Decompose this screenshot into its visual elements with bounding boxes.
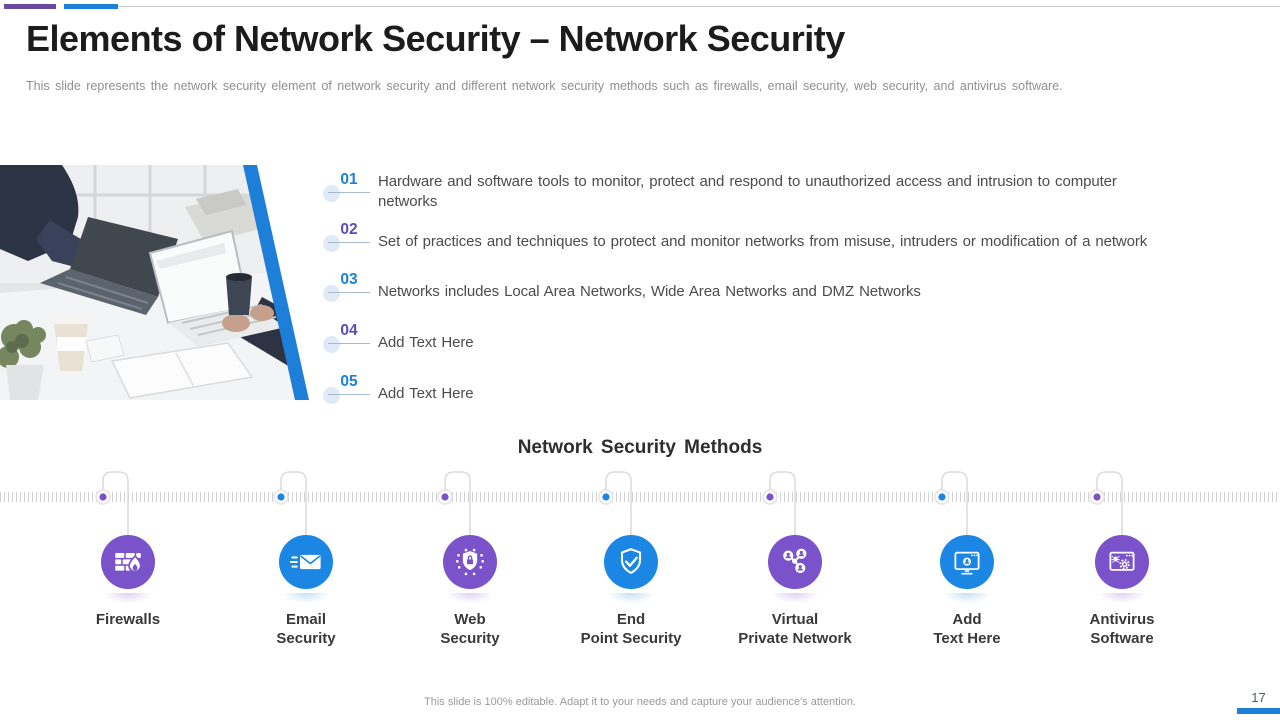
antivirus-browser-icon	[1095, 535, 1149, 589]
top-rule	[118, 6, 1280, 7]
number-halo	[323, 185, 340, 202]
point-number: 05	[323, 373, 370, 404]
timeline-hook-connector	[598, 471, 632, 536]
method-label: Email Security	[276, 611, 336, 647]
timeline-ruler	[0, 492, 1280, 502]
point-number-text: 02	[328, 221, 370, 243]
page-number: 17	[1251, 690, 1266, 705]
footer-note: This slide is 100% editable. Adapt it to…	[424, 696, 856, 708]
methods-heading: Network Security Methods	[517, 437, 763, 458]
timeline-hook-connector	[273, 471, 307, 536]
accent-bar-blue	[64, 4, 118, 9]
point-number-text: 05	[328, 373, 370, 395]
icon-reflection	[1095, 593, 1149, 607]
timeline-hook-connector	[934, 471, 968, 536]
point-text: Set of practices and techniques to prote…	[378, 233, 1148, 250]
method-label: Add Text Here	[933, 611, 1001, 647]
icon-reflection	[768, 593, 822, 607]
method-label: Antivirus Software	[1089, 611, 1155, 647]
vpn-network-icon	[768, 535, 822, 589]
timeline-hook-connector	[1089, 471, 1123, 536]
point-number-text: 03	[328, 271, 370, 293]
slide-subtitle: This slide represents the network securi…	[26, 79, 1063, 93]
point-number: 04	[323, 322, 370, 353]
page-number-bar	[1237, 708, 1280, 714]
number-halo	[323, 235, 340, 252]
point-number: 01	[323, 171, 370, 202]
icon-reflection	[279, 593, 333, 607]
method-label: End Point Security	[580, 611, 682, 647]
accent-bar-purple	[4, 4, 56, 9]
timeline-hook-connector	[762, 471, 796, 536]
icon-reflection	[940, 593, 994, 607]
points-list: 01 Hardware and software tools to monitor…	[323, 171, 1148, 404]
point-number-text: 04	[328, 322, 370, 344]
firewall-icon	[101, 535, 155, 589]
timeline-hook-connector	[437, 471, 471, 536]
email-icon	[279, 535, 333, 589]
icon-reflection	[604, 593, 658, 607]
number-halo	[323, 387, 340, 404]
office-photo	[0, 165, 310, 400]
icon-reflection	[443, 593, 497, 607]
icon-reflection	[101, 593, 155, 607]
point-number: 02	[323, 221, 370, 252]
point-text: Hardware and software tools to monitor, …	[378, 173, 1117, 210]
method-label: Web Security	[440, 611, 500, 647]
point-item: 01 Hardware and software tools to monitor…	[323, 171, 1118, 211]
point-number-text: 01	[328, 171, 370, 193]
number-halo	[323, 336, 340, 353]
office-photo-illustration	[0, 165, 310, 400]
timeline-hook-connector	[95, 471, 129, 536]
point-number: 03	[323, 271, 370, 302]
page-title: Elements of Network Security – Network S…	[26, 18, 845, 59]
method-label: Virtual Private Network	[738, 611, 852, 647]
method-label: Firewalls	[95, 611, 161, 628]
web-security-icon	[443, 535, 497, 589]
endpoint-shield-icon	[604, 535, 658, 589]
browser-user-icon	[940, 535, 994, 589]
point-text: Add Text Here	[378, 334, 474, 351]
point-text: Networks includes Local Area Networks, W…	[378, 283, 921, 300]
number-halo	[323, 285, 340, 302]
point-text: Add Text Here	[378, 385, 474, 402]
